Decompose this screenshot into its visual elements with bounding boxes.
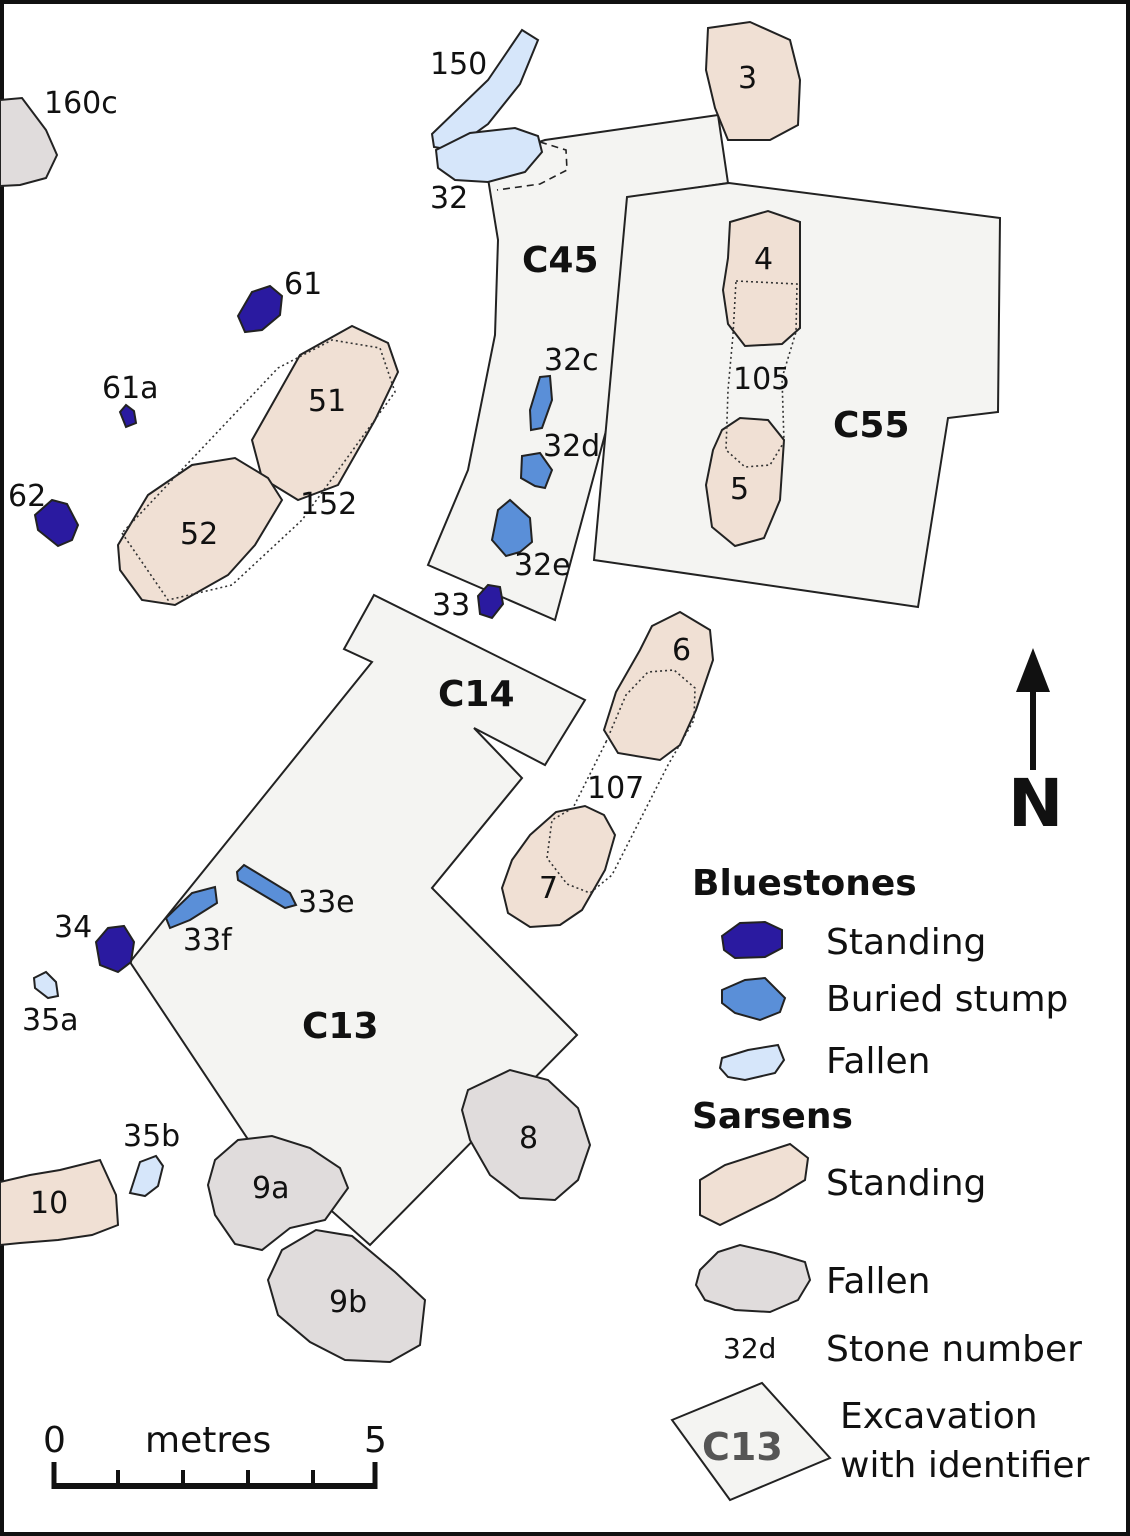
legend-stone-number-label: Stone number [826,1329,1082,1370]
stone-label-10: 10 [30,1186,68,1221]
sarsen-4 [721,209,801,348]
bluestone-standing-34 [94,924,136,974]
trench-label-c55: C55 [833,405,910,446]
sarsen-6 [602,610,715,762]
trench-label-c45: C45 [522,240,599,281]
scale-bar [51,1462,378,1489]
sarsen-10 [0,1158,120,1247]
stone-label-150: 150 [430,47,487,82]
stone-label-5: 5 [730,472,749,507]
stone-label-33: 33 [432,588,470,623]
sarsen-3 [704,20,802,141]
sarsen-fallen-160c [0,96,59,188]
bluestone-stump-33f [164,885,219,930]
stone-label-34: 34 [54,910,92,945]
sarsen-7 [500,804,617,929]
scale-bar-start-label: 0 [43,1420,66,1461]
legend-excavation-label-line2: with identifier [840,1445,1090,1486]
bluestone-standing-61 [236,284,284,334]
stone-label-32: 32 [430,181,468,216]
legend-sarsen-standing-swatch [699,1142,810,1227]
legend-sarsens-heading: Sarsens [692,1096,853,1137]
sarsen-fallen-9a [206,1134,350,1252]
bluestone-stump-32d [519,451,554,490]
bluestone-stump-33e [235,863,298,910]
stonehole-152-outline [120,339,396,601]
stone-label-62: 62 [8,479,46,514]
stone-label-7: 7 [539,871,558,906]
legend-bluestone-fallen-swatch [718,1043,786,1082]
stone-label-61: 61 [284,267,322,302]
bluestone-fallen-35a [32,970,60,1000]
stone-label-9b: 9b [329,1285,367,1320]
legend-sarsen-standing-label: Standing [826,1163,986,1204]
legend-excavation-sample: C13 [702,1425,783,1469]
stone-label-35a: 35a [22,1003,79,1038]
legend-bluestone-stump-swatch [721,976,787,1022]
stone-label-52: 52 [180,517,218,552]
bluestone-standing-62 [33,498,80,548]
stone-label-105: 105 [733,362,790,397]
legend-excavation-swatch [670,1381,832,1502]
stone-label-9a: 9a [252,1171,289,1206]
stonehole-107-outline [546,669,696,894]
north-label: N [1008,765,1063,842]
scale-bar-unit-label: metres [145,1420,271,1461]
legend-excavation-label-line1: Excavation [840,1396,1038,1437]
legend-bluestone-stump-label: Buried stump [826,979,1068,1020]
trench-c55 [592,181,1002,609]
stone-label-160c: 160c [44,86,118,121]
bluestone-stump-32c [528,374,554,432]
legend-sarsen-fallen-label: Fallen [826,1261,930,1302]
stone-label-32c: 32c [544,343,599,378]
stone-label-32e: 32e [514,548,571,583]
trench-label-c14: C14 [438,674,515,715]
scale-bar-end-label: 5 [364,1420,387,1461]
stone-label-33e: 33e [298,885,355,920]
legend-bluestone-standing-label: Standing [826,922,986,963]
bluestone-standing-61a [118,403,138,429]
stone-label-152: 152 [300,487,357,522]
stone-label-32d: 32d [543,429,600,464]
bluestone-stump-32e [490,498,534,558]
legend-bluestone-standing-swatch [720,920,783,960]
stone-label-3: 3 [738,61,757,96]
stone-label-35b: 35b [123,1119,180,1154]
stone-label-107: 107 [587,771,644,806]
stone-label-61a: 61a [102,371,159,406]
stone-label-51: 51 [308,384,346,419]
stone-32-outline [496,141,568,191]
stone-label-4: 4 [754,242,773,277]
bluestone-fallen-35b [128,1154,165,1198]
bluestone-standing-33 [476,583,505,620]
north-arrow-icon [1016,648,1050,770]
legend-sarsen-fallen-swatch [694,1243,812,1314]
legend: Bluestones Standing Buried stump Fallen … [670,863,1090,1502]
sarsen-51 [250,324,400,502]
sarsen-5 [704,416,786,548]
bluestone-fallen-32 [434,126,544,184]
stone-label-6: 6 [672,633,691,668]
legend-stone-number-sample: 32d [723,1332,776,1365]
sarsen-fallen-8 [460,1068,592,1202]
trench-c45 [426,113,730,622]
legend-bluestone-fallen-label: Fallen [826,1041,930,1082]
stone-label-33f: 33f [183,923,233,958]
trench-label-c13: C13 [302,1006,379,1047]
legend-bluestones-heading: Bluestones [692,863,917,904]
stone-label-8: 8 [519,1121,538,1156]
sarsen-fallen-9b [266,1228,427,1364]
